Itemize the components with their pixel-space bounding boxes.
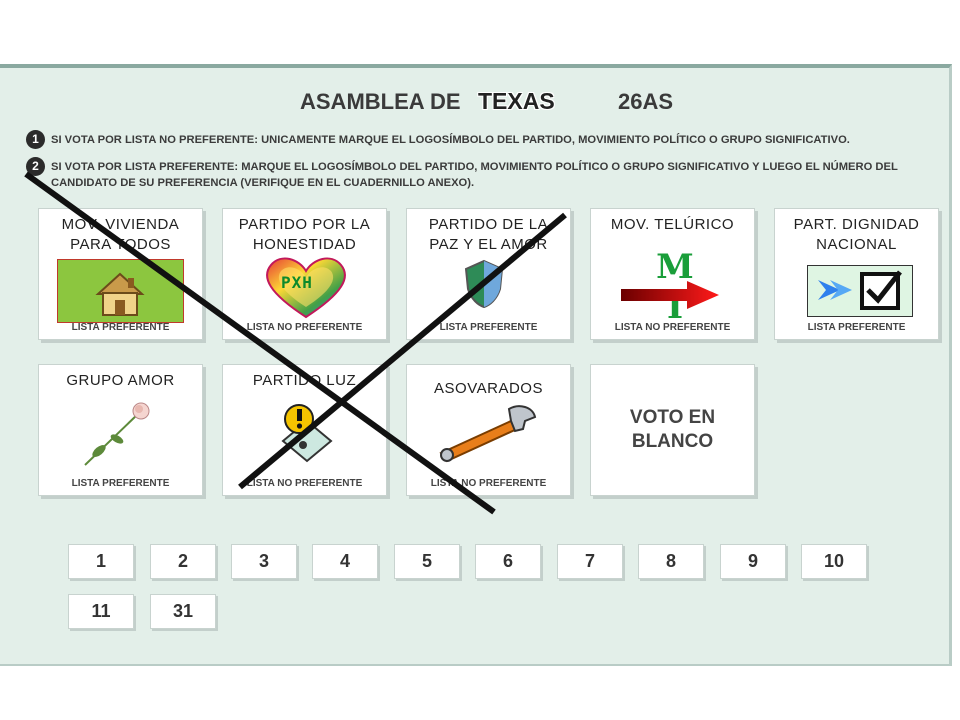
candidate-number-3[interactable]: 3 — [231, 544, 297, 579]
shield-icon — [463, 259, 505, 309]
list-type: LISTA NO PREFERENTE — [430, 478, 547, 489]
candidate-number-2[interactable]: 2 — [150, 544, 216, 579]
party-name: GRUPO AMOR — [66, 372, 175, 389]
party-name: PARTIDO LUZ — [252, 372, 357, 389]
party-card-asovarados[interactable]: ASOVARADOS LISTA NO PREFERENTE — [406, 364, 571, 496]
party-card-amor[interactable]: GRUPO AMOR LISTA PREFERENTE — [38, 364, 203, 496]
blank-vote-button[interactable]: VOTO EN BLANCO — [590, 364, 755, 496]
candidate-number-8[interactable]: 8 — [638, 544, 704, 579]
checkbox-icon — [807, 265, 913, 317]
arrow-icon — [621, 281, 721, 309]
candidate-number-1[interactable]: 1 — [68, 544, 134, 579]
ballot-title-text: ASAMBLEA DE — [300, 89, 461, 114]
candidate-number-10[interactable]: 10 — [801, 544, 867, 579]
candidate-number-31[interactable]: 31 — [150, 594, 216, 629]
logo-text: PXH — [281, 273, 313, 292]
rose-icon — [77, 399, 157, 471]
candidate-number-4[interactable]: 4 — [312, 544, 378, 579]
candidate-number-5[interactable]: 5 — [394, 544, 460, 579]
list-type: LISTA NO PREFERENTE — [614, 322, 731, 333]
house-icon — [57, 259, 184, 323]
list-type: LISTA NO PREFERENTE — [246, 322, 363, 333]
candidate-number-9[interactable]: 9 — [720, 544, 786, 579]
list-type: LISTA PREFERENTE — [807, 322, 906, 333]
instruction-number: 2 — [26, 157, 45, 176]
logo-text: M T — [656, 247, 700, 327]
candidate-number-11[interactable]: 11 — [68, 594, 134, 629]
list-type: LISTA PREFERENTE — [439, 322, 538, 333]
wrench-icon — [431, 401, 541, 467]
party-name: MOV. TELÚRICO — [610, 216, 735, 233]
blank-vote-line2: BLANCO — [631, 431, 714, 452]
party-name: ASOVARADOS — [434, 380, 543, 397]
ballot-code: 26AS — [618, 89, 674, 114]
heart-icon: PXH — [259, 255, 353, 321]
ballot-title: ASAMBLEA DE TEXAS 26AS — [0, 88, 960, 119]
candidate-number-7[interactable]: 7 — [557, 544, 623, 579]
blank-vote-line1: VOTO EN — [629, 407, 716, 428]
ballot-state: TEXAS — [478, 88, 555, 114]
party-card-luz[interactable]: PARTIDO LUZ LISTA NO PREFERENTE — [222, 364, 387, 496]
party-card-telurico[interactable]: MOV. TELÚRICO M T LISTA NO PREFERENTE — [590, 208, 755, 340]
list-type: LISTA PREFERENTE — [71, 478, 170, 489]
instruction-number: 1 — [26, 130, 45, 149]
instruction-text: SI VOTA POR LISTA NO PREFERENTE: UNICAME… — [51, 134, 850, 146]
list-type: LISTA PREFERENTE — [71, 322, 170, 333]
warning-icon — [277, 399, 337, 463]
instruction-text: SI VOTA POR LISTA PREFERENTE: MARQUE EL … — [51, 161, 898, 189]
candidate-number-6[interactable]: 6 — [475, 544, 541, 579]
list-type: LISTA NO PREFERENTE — [246, 478, 363, 489]
